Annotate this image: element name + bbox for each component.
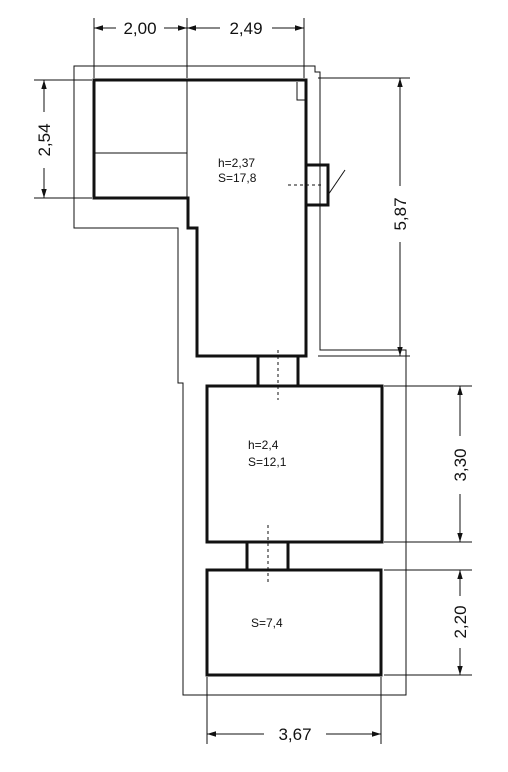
dim-right-middle-label: 3,30 bbox=[451, 448, 470, 481]
room-1-corner-mark bbox=[296, 82, 305, 101]
dim-left-label: 2,54 bbox=[35, 123, 54, 156]
room-3-area: S=7,4 bbox=[251, 616, 283, 630]
outer-boundary bbox=[73, 65, 407, 696]
dim-right-upper-label: 5,87 bbox=[391, 197, 410, 230]
side-niche-door bbox=[327, 169, 346, 196]
side-niche bbox=[304, 163, 330, 207]
room-3-wall bbox=[205, 568, 383, 677]
dim-bottom-label: 3,67 bbox=[278, 725, 311, 744]
room-2-area: S=12,1 bbox=[248, 455, 287, 469]
dim-right-lower-label: 2,20 bbox=[451, 605, 470, 638]
room-2-height: h=2,4 bbox=[248, 438, 279, 452]
room-1-wall bbox=[92, 78, 308, 358]
dim-top-left-label: 2,00 bbox=[123, 19, 156, 38]
room-1-area: S=17,8 bbox=[218, 171, 257, 185]
dim-top-right-label: 2,49 bbox=[229, 19, 262, 38]
room-2-wall bbox=[205, 384, 384, 544]
room-1-height: h=2,37 bbox=[218, 156, 255, 170]
